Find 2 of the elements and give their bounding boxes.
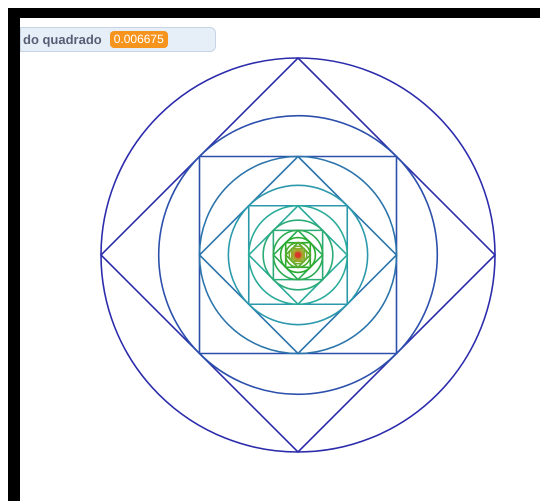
variable-name: do quadrado — [23, 30, 102, 49]
variable-value: 0.006675 — [110, 31, 168, 48]
